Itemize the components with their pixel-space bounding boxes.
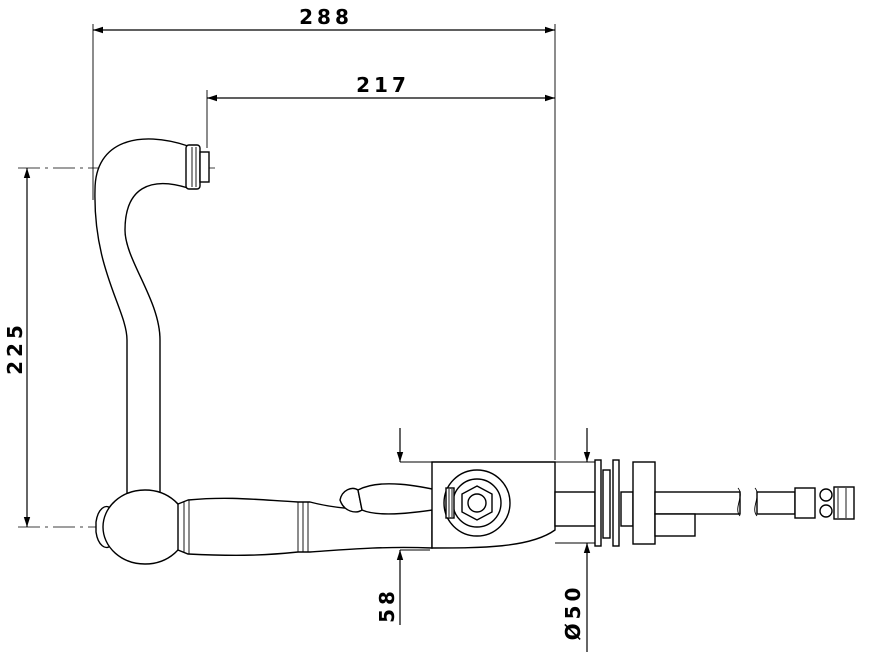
dimension-spout-reach: 217 bbox=[207, 73, 555, 102]
dimension-body-height: 58 bbox=[375, 428, 404, 625]
spout-reach-label: 217 bbox=[356, 73, 410, 97]
spout bbox=[94, 138, 210, 501]
dimension-overall-length: 288 bbox=[93, 5, 555, 34]
center-lines bbox=[18, 167, 480, 528]
body-height-label: 58 bbox=[375, 587, 399, 623]
overall-length-label: 288 bbox=[299, 5, 353, 29]
spout-height-label: 225 bbox=[3, 321, 27, 375]
mounting-assembly bbox=[554, 459, 855, 547]
dimension-mounting-diameter: Ø50 bbox=[561, 428, 591, 652]
dimension-spout-height: 225 bbox=[3, 168, 31, 527]
faucet-body bbox=[95, 461, 556, 565]
mounting-diameter-label: Ø50 bbox=[561, 584, 585, 641]
